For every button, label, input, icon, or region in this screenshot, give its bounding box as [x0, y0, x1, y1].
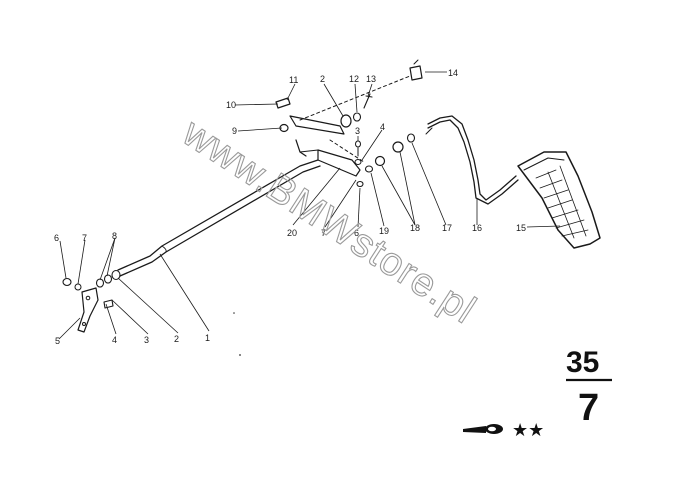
- key-icon: [463, 424, 503, 434]
- part-label: 2: [320, 74, 325, 84]
- part-label: 3: [144, 335, 149, 345]
- part-label: 3: [355, 126, 360, 136]
- part-label: 9: [232, 126, 237, 136]
- part-label: 4: [112, 335, 117, 345]
- watermark-text: www.BMWstore.pl: [174, 110, 484, 332]
- accelerator-pedal: [517, 151, 601, 249]
- part-label: 6: [354, 228, 359, 238]
- part-label: 2: [174, 334, 179, 344]
- part-labels: 1 2 3 4 5 6 7 8 2 3 4 6 7 9 10 11 12 13 …: [54, 68, 526, 346]
- specks: [233, 312, 241, 356]
- part-label: 12: [349, 74, 359, 84]
- part-label: 6: [54, 233, 59, 243]
- part-label: 7: [321, 228, 326, 238]
- part-label: 13: [366, 74, 376, 84]
- left-bracket-assembly: [62, 269, 121, 333]
- part-label: 15: [516, 223, 526, 233]
- group-main-number: 35: [566, 346, 599, 379]
- upper-lever-linkage: [275, 59, 423, 188]
- part-label: 7: [82, 233, 87, 243]
- pedal-rod: [425, 115, 519, 205]
- star-icons: ★★: [512, 420, 544, 441]
- part-label: 20: [287, 228, 297, 238]
- part-label: 11: [289, 75, 298, 85]
- part-label: 1: [205, 333, 210, 343]
- part-label: 16: [472, 223, 482, 233]
- part-label: 19: [379, 226, 389, 236]
- part-label: 17: [442, 223, 452, 233]
- leader-lines: [58, 71, 561, 340]
- part-label: 8: [112, 231, 117, 241]
- part-label: 5: [55, 336, 60, 346]
- part-label: 10: [226, 100, 236, 110]
- part-label: 4: [380, 122, 385, 132]
- accelerator-shaft: [117, 159, 321, 277]
- part-label: 18: [410, 223, 420, 233]
- group-number: 35 7: [566, 346, 612, 429]
- group-sub-number: 7: [578, 387, 599, 429]
- model-symbols: ★★: [463, 420, 544, 441]
- part-label: 14: [448, 68, 458, 78]
